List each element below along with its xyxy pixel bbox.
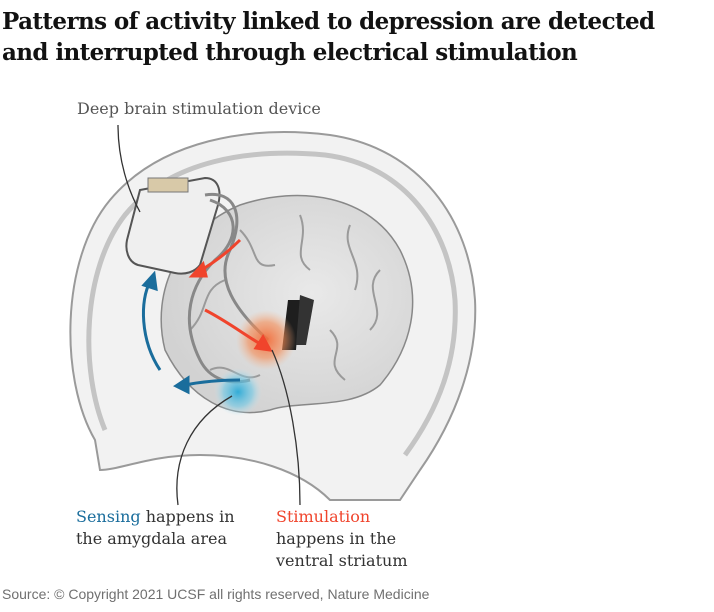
stimulation-arrows bbox=[188, 238, 273, 352]
stimulation-label: Stimulation happens in the ventral striat… bbox=[276, 506, 446, 572]
device-label: Deep brain stimulation device bbox=[77, 99, 321, 118]
sensing-text: happens in the amygdala area bbox=[76, 507, 235, 548]
sensing-arrows bbox=[141, 270, 241, 395]
figure-title: Patterns of activity linked to depressio… bbox=[2, 8, 655, 66]
stimulation-highlight: Stimulation bbox=[276, 507, 371, 526]
stimulation-text: happens in the ventral striatum bbox=[276, 529, 408, 570]
sensing-glow bbox=[214, 368, 262, 416]
sensing-label: Sensing happens in the amygdala area bbox=[76, 506, 246, 550]
sensing-highlight: Sensing bbox=[76, 507, 141, 526]
source-credit: Source: © Copyright 2021 UCSF all rights… bbox=[2, 586, 430, 602]
leader-lines bbox=[117, 124, 301, 506]
